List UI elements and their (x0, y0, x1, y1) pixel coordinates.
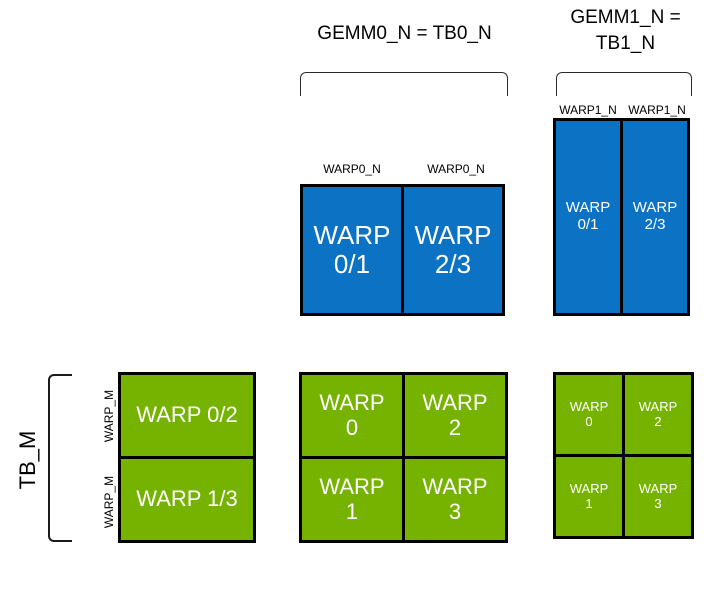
block-gemm1-top: WARP 0/1 WARP 2/3 (553, 118, 693, 316)
heading-gemm0: GEMM0_N = TB0_N (317, 23, 492, 44)
bracket-gemm1 (556, 72, 692, 96)
cell-grid-right-warp-3[interactable]: WARP 3 (622, 454, 694, 539)
bracket-tb-m (48, 374, 72, 542)
heading-gemm1-line2: TB1_N (595, 33, 656, 54)
cell-grid-middle-warp-1[interactable]: WARP 1 (299, 456, 405, 543)
cell-grid-middle-warp-2[interactable]: WARP 2 (402, 372, 508, 459)
cell-gemm0-warp-0-1[interactable]: WARP 0/1 (300, 184, 404, 316)
heading-gemm1-line1: GEMM1_N = (570, 7, 681, 28)
block-gemm0-top: WARP 0/1 WARP 2/3 (300, 184, 508, 316)
cell-gemm1-warp-0-1[interactable]: WARP 0/1 (553, 118, 623, 316)
cell-grid-right-warp-0[interactable]: WARP 0 (553, 372, 625, 457)
label-warp1-n-left: WARP1_N (559, 103, 617, 117)
cell-grid-right-warp-1[interactable]: WARP 1 (553, 454, 625, 539)
cell-gemm1-warp-2-3[interactable]: WARP 2/3 (620, 118, 690, 316)
label-warp-m-bottom: WARP_M (102, 475, 116, 529)
cell-grid-right-warp-2[interactable]: WARP 2 (622, 372, 694, 457)
cell-gemm0-warp-2-3[interactable]: WARP 2/3 (401, 184, 505, 316)
block-grid-right: WARP 0 WARP 2 WARP 1 WARP 3 (553, 372, 694, 540)
cell-warp-1-3[interactable]: WARP 1/3 (118, 456, 256, 543)
label-warp-m-top: WARP_M (102, 389, 116, 443)
label-warp0-n-left: WARP0_N (323, 162, 381, 176)
cell-warp-0-2[interactable]: WARP 0/2 (118, 372, 256, 459)
block-tb-m-left: WARP 0/2 WARP 1/3 (118, 372, 256, 543)
label-warp1-n-right: WARP1_N (628, 103, 686, 117)
label-warp0-n-right: WARP0_N (427, 162, 485, 176)
cell-grid-middle-warp-0[interactable]: WARP 0 (299, 372, 405, 459)
label-tb-m: TB_M (15, 430, 40, 490)
bracket-gemm0 (300, 72, 508, 96)
cell-grid-middle-warp-3[interactable]: WARP 3 (402, 456, 508, 543)
block-grid-middle: WARP 0 WARP 2 WARP 1 WARP 3 (299, 372, 508, 543)
